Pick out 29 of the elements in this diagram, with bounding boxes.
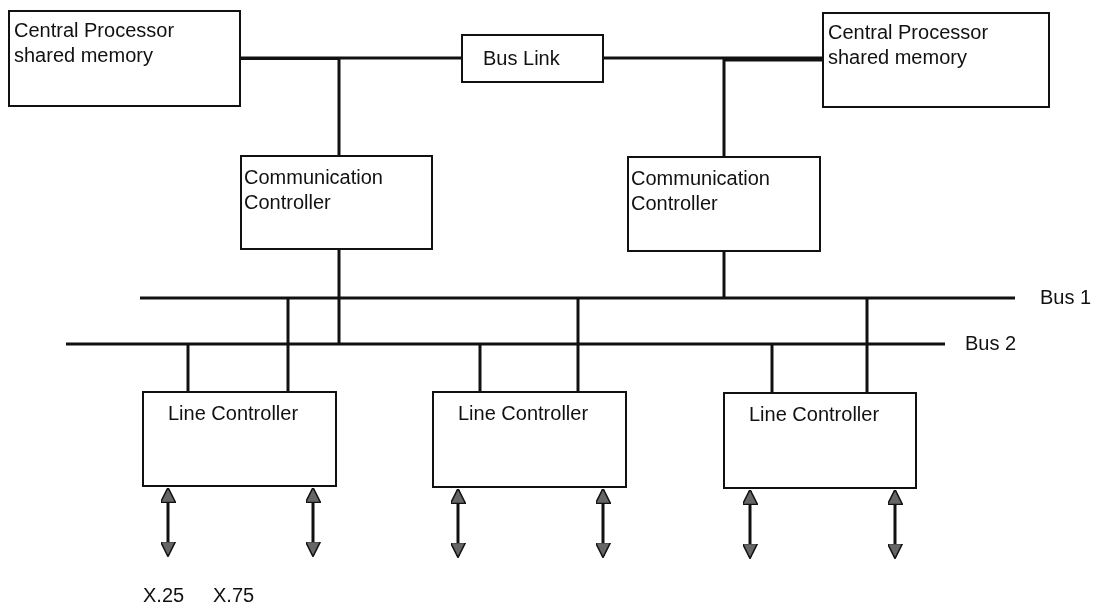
process-box: Bus Link [461, 34, 604, 83]
double-arrow [449, 487, 467, 559]
process-box: Central Processor shared memory [8, 10, 241, 107]
connector-line [576, 298, 580, 391]
protocol-label: X.75 [213, 584, 255, 607]
connector-line [770, 344, 774, 392]
process-box: Communication Controller [627, 156, 821, 252]
process-box: Communication Controller [240, 155, 433, 250]
double-arrow [304, 486, 322, 558]
process-box: Line Controller [432, 391, 627, 488]
connector-line [722, 252, 726, 298]
double-arrow [886, 488, 904, 560]
connector-line [604, 56, 822, 60]
process-box: Line Controller [142, 391, 337, 487]
protocol-label: X.25 [143, 584, 185, 607]
process-box: Central Processor shared memory [822, 12, 1050, 108]
double-arrow [594, 487, 612, 559]
connector-line [722, 58, 822, 156]
double-arrow [159, 486, 177, 558]
process-box: Line Controller [723, 392, 917, 489]
connector-line [241, 57, 341, 155]
connector-line [865, 298, 869, 392]
bus-label: Bus 1 [1040, 286, 1092, 309]
connector-line [286, 298, 290, 391]
bus-label: Bus 2 [965, 332, 1017, 355]
double-arrow [741, 488, 759, 560]
connector-line [186, 344, 190, 391]
connector-line [478, 344, 482, 391]
connector-line [337, 250, 341, 344]
